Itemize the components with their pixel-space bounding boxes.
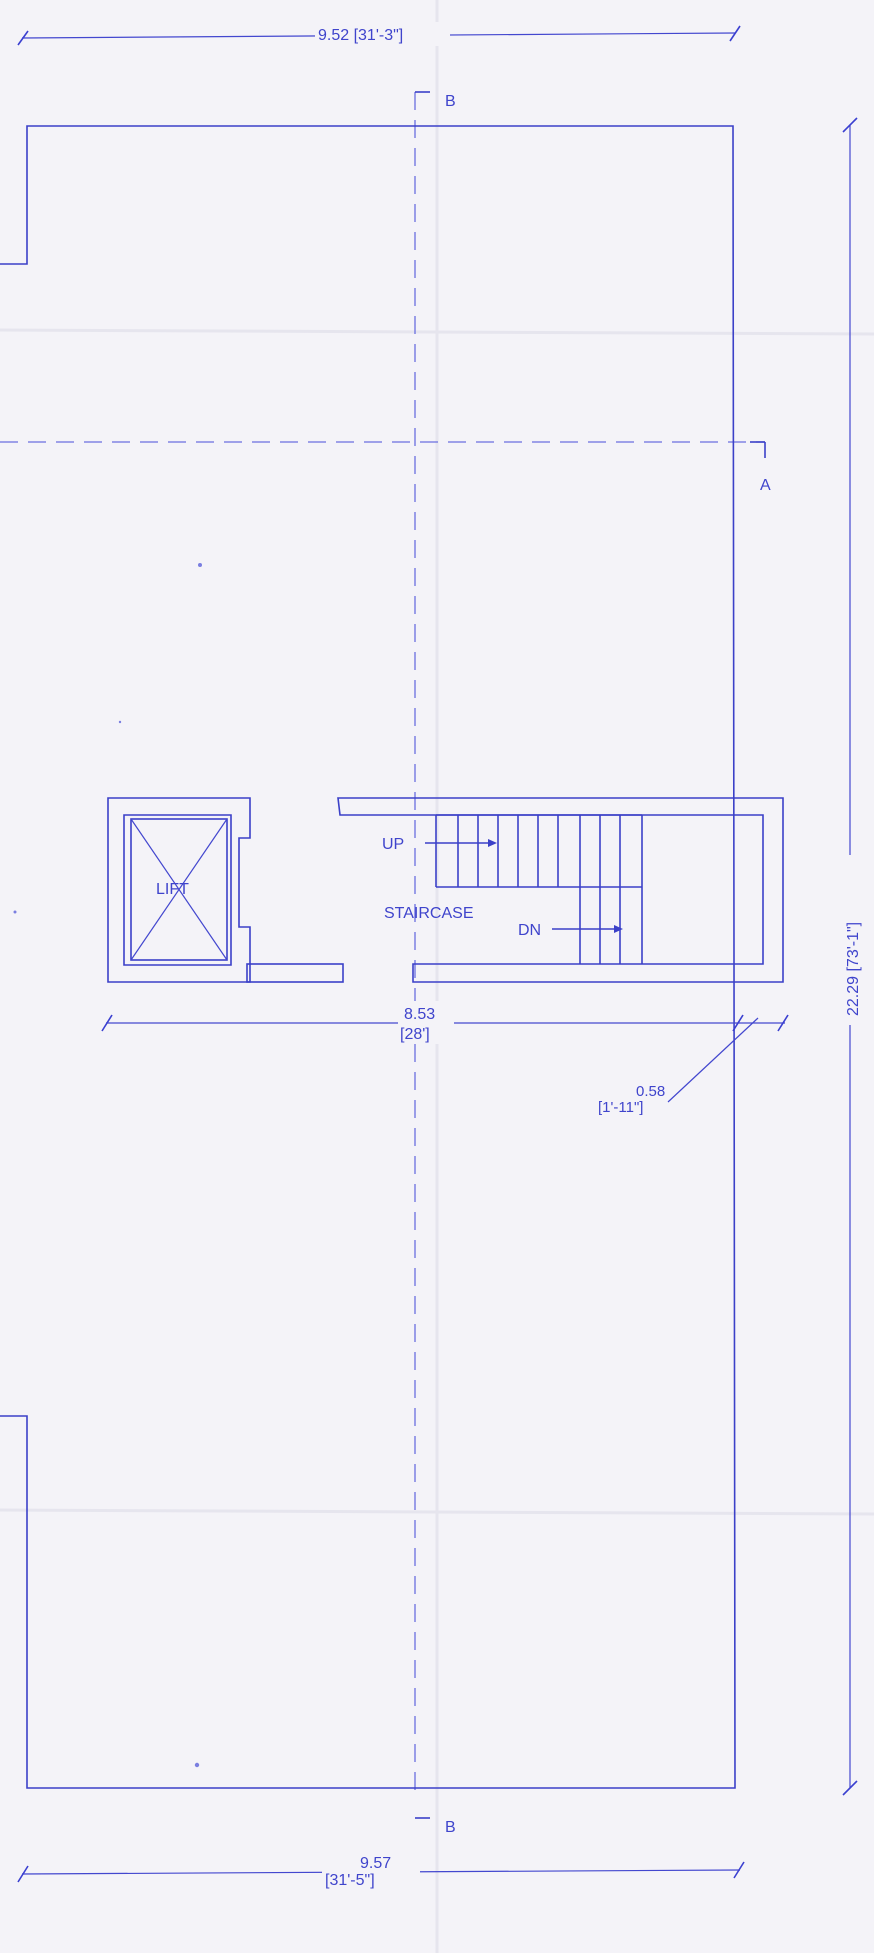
top-dimension-bg: [315, 22, 450, 46]
section-mark-a: A: [760, 477, 771, 494]
section-mark-b-top: B: [445, 93, 456, 110]
top-dimension-label: 9.52 [31'-3"]: [318, 27, 403, 44]
lift-label: LIFT: [156, 881, 189, 898]
section-mark-b-bottom: B: [445, 1819, 456, 1836]
stair-dn-label: DN: [518, 922, 541, 939]
bottom-dimension-value: 9.57: [360, 1855, 391, 1872]
projection-leader: [667, 1017, 759, 1103]
core-dimension-value: 8.53: [404, 1006, 435, 1023]
right-dimension-label: 22.29 [73'-1"]: [845, 922, 862, 1016]
lift-shaft: [107, 797, 344, 983]
bottom-dimension-bg: [322, 1851, 420, 1891]
bottom-dimension-imperial: [31'-5"]: [325, 1872, 375, 1889]
section-line-b: [414, 91, 430, 1819]
projection-value: 0.58: [636, 1083, 665, 1100]
staircase-label: STAIRCASE: [384, 905, 474, 922]
right-dimension-bg: [838, 855, 864, 1025]
core-dimension-imperial: [28']: [400, 1026, 430, 1043]
section-line-a: [0, 441, 766, 458]
core-dimension-bg: [398, 1001, 454, 1044]
stair-up-label: UP: [382, 836, 404, 853]
building-outline: [0, 125, 736, 1789]
projection-imperial: [1'-11"]: [598, 1099, 643, 1116]
ink-specks: [13, 563, 202, 1768]
staircase-enclosure: [337, 797, 784, 983]
